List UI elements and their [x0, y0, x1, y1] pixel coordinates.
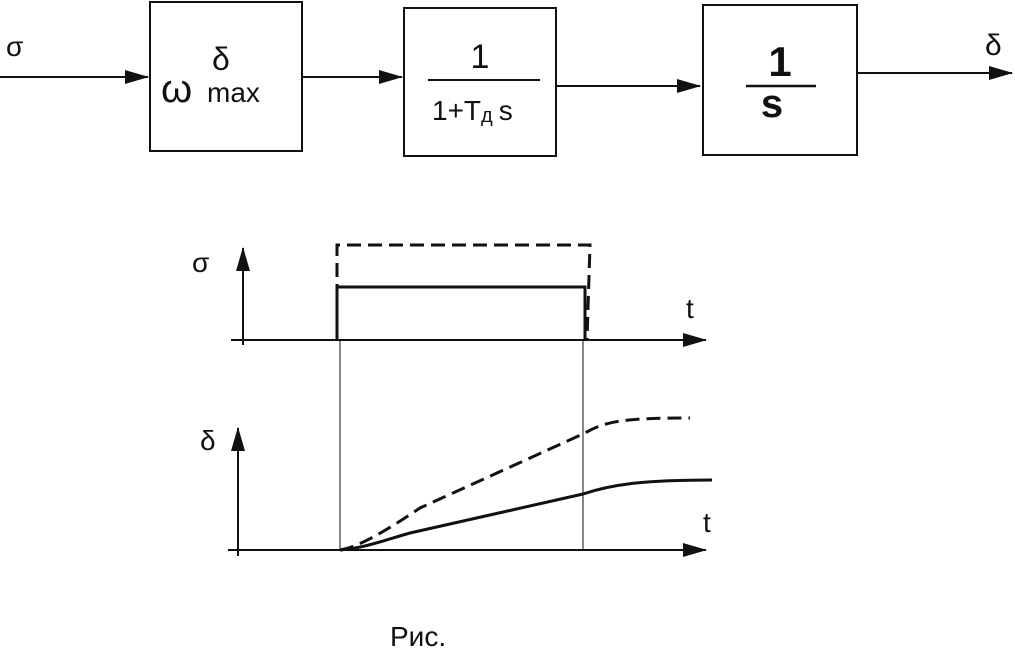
block-lag	[403, 7, 557, 157]
block-lag-denominator-suffix: s	[499, 95, 513, 126]
sigma-pulse-solid	[335, 285, 587, 340]
delta-response-dashed	[339, 416, 691, 552]
block-integrator-numerator: 1	[768, 38, 791, 85]
block-gain-omega: ω	[161, 67, 192, 111]
sigma-pulse-dashed	[335, 243, 592, 341]
delta-response-solid	[339, 478, 713, 552]
block-lag-denominator-subscript: д	[481, 105, 493, 127]
block-lag-numerator: 1	[471, 38, 490, 76]
delta-axis-label: δ	[200, 425, 216, 456]
sigma-axis-label: σ	[192, 247, 209, 278]
output-label-delta: δ	[985, 29, 1002, 62]
block-integrator-denominator: s	[761, 82, 783, 126]
figure-caption: Рис.	[390, 621, 446, 652]
input-label-sigma: σ	[6, 31, 23, 62]
block-lag-denominator-prefix: 1+T	[432, 95, 481, 126]
block-gain-superscript: δ	[212, 41, 230, 77]
block-gain-subscript: max	[207, 77, 260, 108]
block-integrator	[702, 4, 858, 156]
delta-time-label: t	[703, 507, 711, 538]
sigma-time-label: t	[686, 293, 694, 324]
